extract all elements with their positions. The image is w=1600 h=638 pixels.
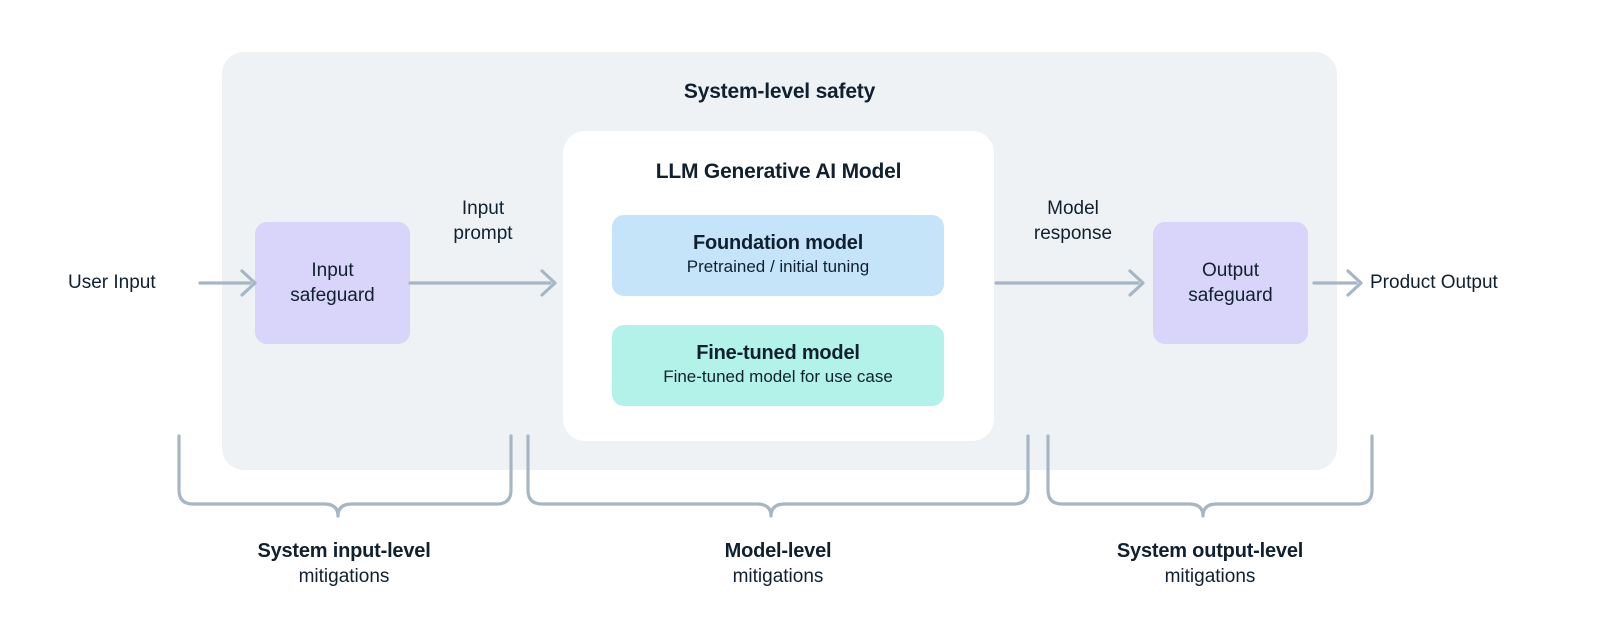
system-level-safety-title: System-level safety xyxy=(683,80,876,103)
mitigation-caption-model-title: Model-level xyxy=(724,540,832,562)
mitigation-caption-output-title: System output-level xyxy=(1116,540,1304,562)
arrow-input-safeguard-to-model xyxy=(408,269,557,297)
mitigation-caption-output: System output-level mitigations xyxy=(1030,540,1390,588)
mitigation-caption-input-title: System input-level xyxy=(257,540,431,562)
user-input-label: User Input xyxy=(68,272,156,293)
brace-system-output-level xyxy=(1046,434,1374,518)
foundation-model-chip: Foundation model Pretrained / initial tu… xyxy=(612,215,944,296)
mitigation-caption-model: Model-level mitigations xyxy=(598,540,958,588)
input-safeguard-box: Input safeguard xyxy=(255,222,410,344)
fine-tuned-model-subtitle: Fine-tuned model for use case xyxy=(663,367,893,387)
fine-tuned-model-title: Fine-tuned model xyxy=(696,342,860,365)
arrow-model-to-output-safeguard xyxy=(994,269,1145,297)
mitigation-caption-output-subtitle: mitigations xyxy=(1164,566,1256,587)
llm-model-card-title: LLM Generative AI Model xyxy=(655,160,902,183)
arrow-output-safeguard-to-product-output xyxy=(1312,269,1363,297)
input-prompt-label: Input prompt xyxy=(453,198,513,245)
mitigation-caption-input-subtitle: mitigations xyxy=(298,566,390,587)
arrow-user-input-to-input-safeguard xyxy=(198,269,257,297)
model-response-label: Model response xyxy=(1033,198,1113,245)
brace-model-level xyxy=(526,434,1030,518)
foundation-model-title: Foundation model xyxy=(692,232,864,255)
brace-system-input-level xyxy=(177,434,513,518)
mitigation-caption-model-subtitle: mitigations xyxy=(732,566,824,587)
mitigation-caption-input: System input-level mitigations xyxy=(164,540,524,588)
product-output-label: Product Output xyxy=(1370,272,1498,293)
llm-model-card: LLM Generative AI Model Foundation model… xyxy=(563,131,994,441)
fine-tuned-model-chip: Fine-tuned model Fine-tuned model for us… xyxy=(612,325,944,406)
foundation-model-subtitle: Pretrained / initial tuning xyxy=(686,257,870,277)
output-safeguard-box: Output safeguard xyxy=(1153,222,1308,344)
